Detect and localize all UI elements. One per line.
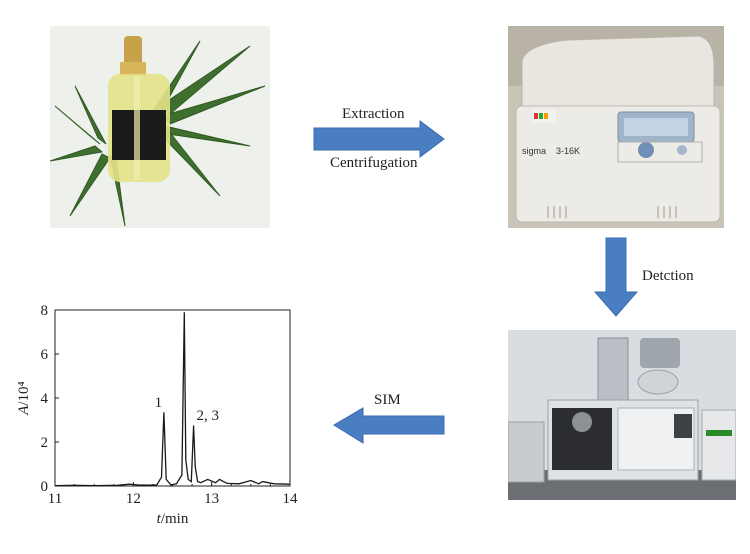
gcms-instrument-image bbox=[508, 330, 736, 500]
peak-label: 2, 3 bbox=[197, 408, 220, 424]
y-tick-label: 0 bbox=[41, 479, 49, 495]
x-tick-label: 14 bbox=[283, 491, 299, 507]
y-axis-label: A/10⁴ bbox=[16, 381, 32, 416]
x-axis-label: t/min bbox=[157, 511, 189, 527]
chromatogram-trace bbox=[54, 312, 291, 487]
centrifuge-image: sigma 3-16K bbox=[508, 26, 724, 228]
down-arrow bbox=[593, 237, 639, 317]
x-tick-label: 11 bbox=[48, 491, 62, 507]
plot-frame bbox=[54, 309, 291, 487]
centrifuge-brand-text: sigma bbox=[522, 146, 546, 156]
detection-label: Detction bbox=[642, 268, 694, 284]
peak-label: 1 bbox=[155, 395, 163, 411]
y-tick-label: 2 bbox=[41, 435, 49, 451]
extraction-label: Extraction bbox=[342, 106, 405, 122]
cannabis-sample-image bbox=[50, 26, 270, 228]
y-tick-label: 4 bbox=[41, 391, 49, 407]
chromatogram-chart: 11 12 13 14 0 2 4 6 8 1 2, 3 t/min A/10⁴ bbox=[10, 298, 310, 538]
sim-label: SIM bbox=[374, 392, 401, 408]
right-arrow bbox=[313, 120, 445, 158]
left-arrow bbox=[333, 407, 445, 444]
y-tick-label: 6 bbox=[41, 347, 49, 363]
x-tick-label: 12 bbox=[126, 491, 141, 507]
centrifugation-label: Centrifugation bbox=[330, 155, 418, 171]
y-tick-label: 8 bbox=[41, 303, 49, 319]
centrifuge-model-text: 3-16K bbox=[556, 146, 580, 156]
x-tick-label: 13 bbox=[204, 491, 219, 507]
